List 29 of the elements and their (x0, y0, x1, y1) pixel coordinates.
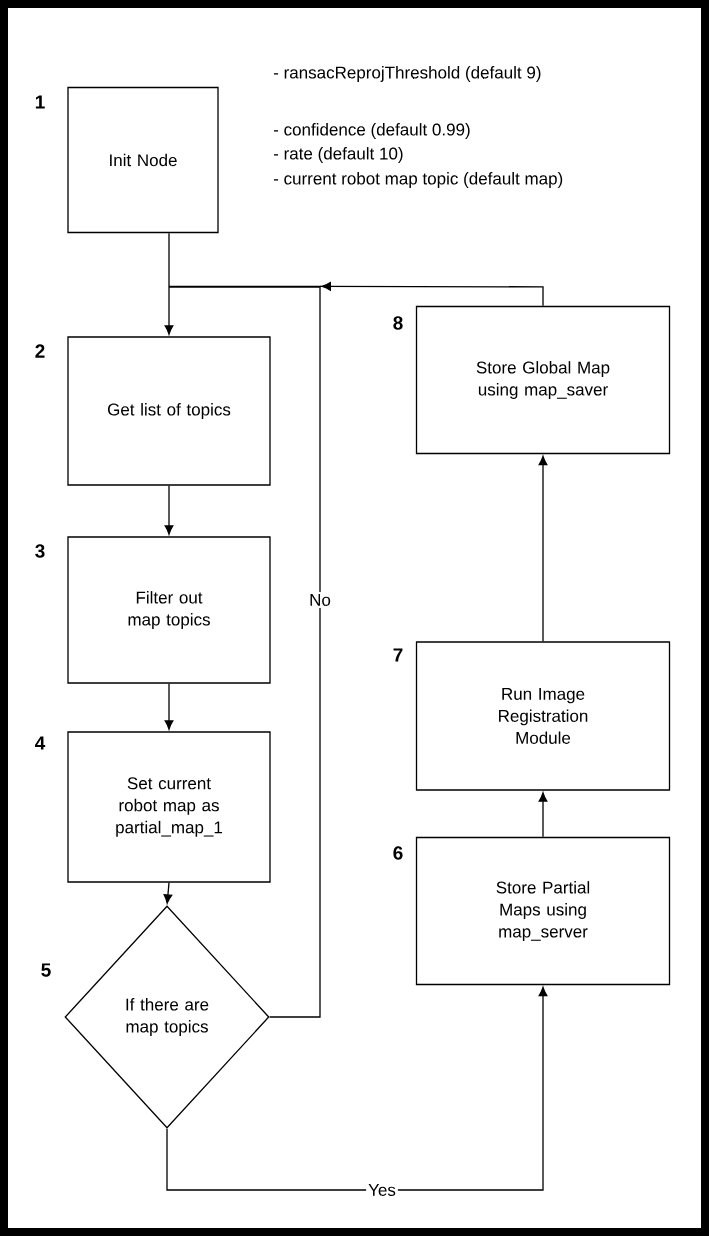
callout-number: 8 (393, 316, 403, 330)
parameter-note: - current robot map topic (default map) (273, 172, 563, 188)
arrow (164, 286, 174, 335)
parameter-note: - confidence (default 0.99) (273, 123, 470, 139)
callout-number: 3 (35, 544, 45, 558)
process-box: Get list of topics (67, 336, 271, 486)
callout-number: 5 (41, 963, 51, 977)
process-box: Init Node (67, 86, 219, 234)
callout-number: 6 (393, 846, 403, 860)
edge-label: Yes (366, 1182, 398, 1198)
arrow (538, 455, 548, 642)
callout-number: 4 (35, 736, 46, 750)
callout-number: 1 (35, 95, 45, 109)
callout-number: 7 (393, 648, 403, 662)
process-box: Run Image Registration Module (415, 641, 671, 791)
process-box: Store Partial Maps using map_server (415, 836, 671, 986)
process-box: Set current robot map as partial_map_1 (67, 731, 271, 883)
parameter-note: - rate (default 10) (273, 147, 403, 163)
edge-label: No (307, 592, 333, 608)
arrow (164, 485, 174, 535)
arrow (166, 986, 548, 1191)
arrow (164, 683, 174, 730)
process-box: Store Global Map using map_saver (415, 305, 671, 455)
arrow (163, 882, 173, 904)
process-box: Filter out map topics (67, 536, 271, 684)
arrow (538, 792, 548, 838)
arrow (319, 282, 544, 307)
parameter-note: - ransacReprojThreshold (default 9) (273, 66, 541, 82)
callout-number: 2 (35, 344, 45, 358)
